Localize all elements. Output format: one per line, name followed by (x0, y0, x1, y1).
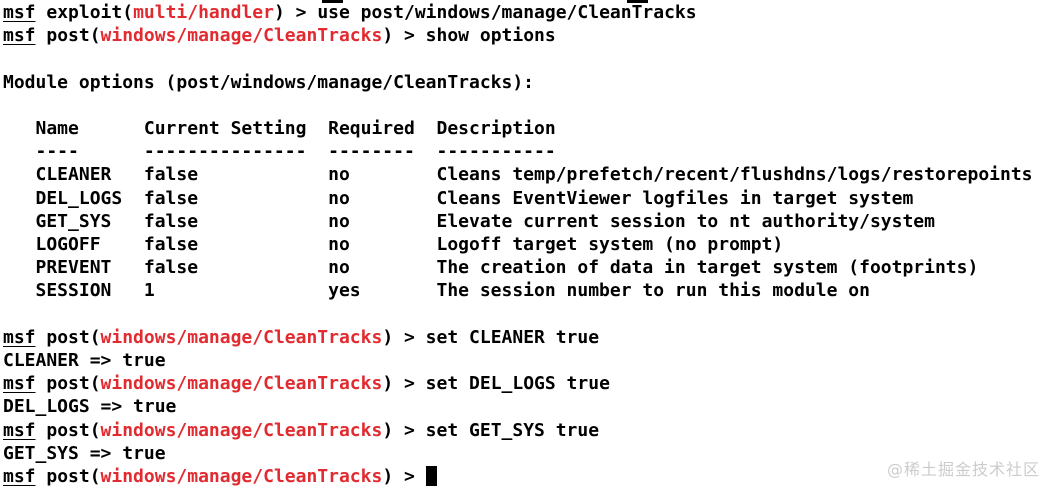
options-table-header: Name Current Setting Required Descriptio… (3, 117, 1050, 140)
table-text: DEL_LOGS false no Cleans EventViewer log… (3, 187, 914, 209)
prompt-msf: msf (3, 373, 36, 395)
module-name: windows/manage/CleanTracks (100, 466, 383, 488)
prompt-suffix: ) > (382, 466, 426, 488)
command-text: set DEL_LOGS true (425, 373, 610, 395)
prompt-context: post( (35, 419, 101, 441)
prompt-msf: msf (3, 25, 36, 47)
output-text: GET_SYS => true (3, 442, 166, 464)
prompt-suffix: ) > (382, 373, 426, 395)
module-name: windows/manage/CleanTracks (100, 326, 383, 348)
prompt-msf: msf (3, 419, 36, 441)
options-table-row: CLEANER false no Cleans temp/prefetch/re… (3, 163, 1050, 186)
command-text: set CLEANER true (425, 326, 600, 348)
command-text: use post/windows/manage/CleanTracks (317, 2, 697, 23)
prompt-context: exploit( (35, 2, 134, 23)
prompt-suffix: ) > (382, 326, 426, 348)
options-table-row: PREVENT false no The creation of data in… (3, 256, 1050, 279)
table-text: CLEANER false no Cleans temp/prefetch/re… (3, 164, 1033, 186)
prompt-context: post( (35, 373, 101, 395)
options-table-row: LOGOFF false no Logoff target system (no… (3, 233, 1050, 256)
crop-artifact-mark (322, 0, 343, 3)
table-text: ---- --------------- -------- ----------… (3, 141, 556, 163)
module-name: multi/handler (133, 2, 274, 23)
prompt-suffix: ) > (382, 25, 426, 47)
options-table-row: GET_SYS false no Elevate current session… (3, 210, 1050, 233)
table-text: GET_SYS false no Elevate current session… (3, 210, 935, 232)
options-table-row: SESSION 1 yes The session number to run … (3, 279, 1050, 302)
terminal-blank-line (3, 94, 1050, 117)
prompt-msf: msf (3, 2, 36, 23)
watermark: @稀土掘金技术社区 (886, 460, 1040, 479)
prompt-suffix: ) > (273, 2, 318, 23)
terminal-prompt-line: msf post(windows/manage/CleanTracks) > s… (3, 419, 1050, 442)
command-text: set GET_SYS true (425, 419, 600, 441)
terminal-prompt-line: msf post(windows/manage/CleanTracks) > s… (3, 372, 1050, 395)
table-text: Name Current Setting Required Descriptio… (3, 118, 556, 140)
crop-artifact-mark (627, 0, 648, 3)
command-text: show options (425, 25, 556, 47)
terminal-blank-line (3, 47, 1050, 70)
output-text: Module options (post/windows/manage/Clea… (3, 71, 535, 93)
terminal-prompt-line: msf exploit(multi/handler) > use post/wi… (3, 1, 1050, 24)
table-text: LOGOFF false no Logoff target system (no… (3, 234, 784, 256)
prompt-context: post( (35, 25, 101, 47)
table-text: SESSION 1 yes The session number to run … (3, 280, 870, 302)
options-table-row: DEL_LOGS false no Cleans EventViewer log… (3, 187, 1050, 210)
terminal-output-line: Module options (post/windows/manage/Clea… (3, 71, 1050, 94)
options-table-underline: ---- --------------- -------- ----------… (3, 140, 1050, 163)
terminal-prompt-line: msf post(windows/manage/CleanTracks) > (3, 465, 1050, 488)
prompt-msf: msf (3, 326, 36, 348)
prompt-suffix: ) > (382, 419, 426, 441)
terminal-output-line: GET_SYS => true (3, 442, 1050, 465)
output-text: CLEANER => true (3, 350, 166, 372)
terminal-output-line: CLEANER => true (3, 349, 1050, 372)
terminal-prompt-line: msf post(windows/manage/CleanTracks) > s… (3, 24, 1050, 47)
table-text: PREVENT false no The creation of data in… (3, 257, 979, 279)
terminal-blank-line (3, 303, 1050, 326)
prompt-context: post( (35, 466, 101, 488)
module-name: windows/manage/CleanTracks (100, 419, 383, 441)
prompt-msf: msf (3, 466, 36, 488)
terminal-output-line: DEL_LOGS => true (3, 395, 1050, 418)
prompt-context: post( (35, 326, 101, 348)
module-name: windows/manage/CleanTracks (100, 25, 383, 47)
terminal-cursor (425, 466, 437, 487)
terminal-prompt-line: msf post(windows/manage/CleanTracks) > s… (3, 326, 1050, 349)
module-name: windows/manage/CleanTracks (100, 373, 383, 395)
output-text: DEL_LOGS => true (3, 396, 177, 418)
